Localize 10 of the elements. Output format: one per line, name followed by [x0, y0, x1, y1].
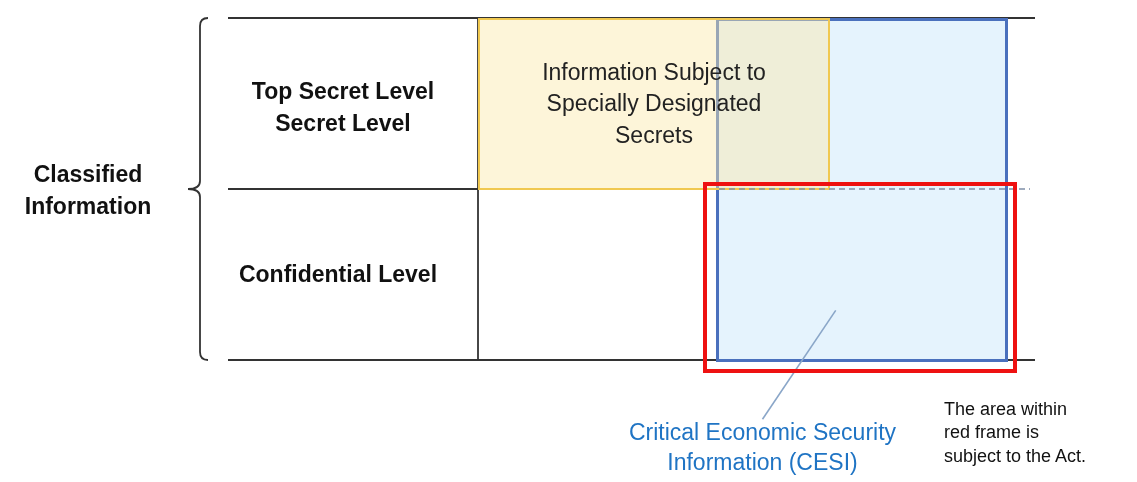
box-label: Information Subject to Specially Designated Secrets — [541, 58, 767, 150]
row-label: Confidential Level — [237, 260, 439, 289]
row-label: Classified Information — [23, 160, 153, 222]
shaded-box — [478, 18, 830, 190]
row-label: Secret Level — [274, 109, 412, 138]
leader-label: Critical Economic Security Information (CESI) — [590, 418, 935, 482]
note: The area within red frame is subject to the Act. — [944, 398, 1088, 468]
frame — [703, 182, 1017, 373]
row-label: Top Secret Level — [250, 77, 436, 106]
leader-line — [761, 309, 837, 421]
